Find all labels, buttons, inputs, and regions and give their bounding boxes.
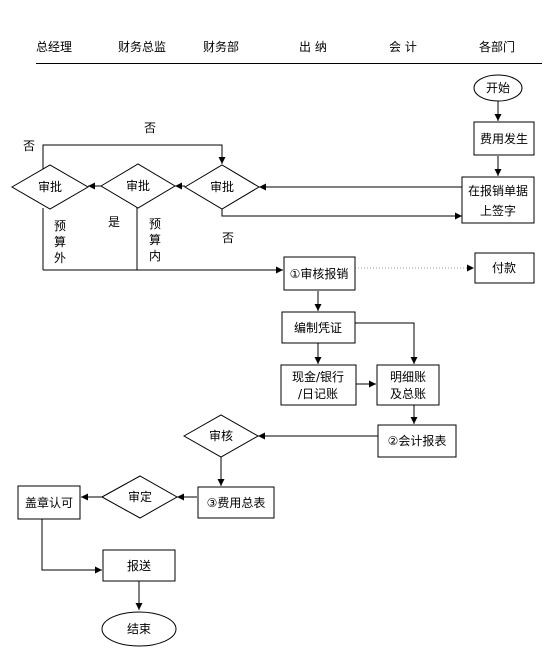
node-submit [102, 549, 176, 582]
review-claim-label: ①审核报销 [290, 266, 349, 281]
cash-journal-label-1: 现金/银行 [292, 369, 344, 384]
edge-label-within-budget-1: 预 [149, 217, 161, 231]
accounting-report-label: ②会计报表 [388, 433, 447, 448]
node-accounting-report [377, 424, 457, 458]
end-label: 结束 [127, 622, 151, 636]
edge-label-yes: 是 [108, 215, 120, 229]
edge-no-loop-top [42, 144, 226, 172]
edge-label-within-budget-3: 内 [149, 249, 161, 263]
decision-audit [182, 414, 260, 458]
edge-label-no-left: 否 [23, 139, 35, 153]
edge-label-over-budget-3: 外 [54, 251, 66, 265]
node-review-claim [283, 256, 356, 291]
node-expense-occurs [473, 121, 535, 156]
edge-approve-no-return [221, 209, 462, 220]
edge-label-within-budget-2: 算 [149, 232, 161, 247]
header-divider [36, 63, 542, 64]
submit-label: 报送 [127, 558, 151, 573]
dept-cashier: 出 纳 [299, 40, 327, 54]
node-cash-journal [280, 364, 357, 406]
dept-finance: 财务部 [203, 40, 240, 54]
node-payment [474, 252, 535, 284]
fill-form-label-2: 上签字 [480, 203, 516, 218]
prepare-voucher-label: 编制凭证 [294, 320, 342, 335]
node-fill-form [461, 176, 535, 224]
edge-seal-to-submit [41, 519, 102, 574]
edge-label-over-budget-1: 预 [54, 219, 66, 233]
edge-label-over-budget-2: 算 [54, 234, 66, 249]
expense-summary-label: ③费用总表 [207, 496, 266, 510]
payment-label: 付款 [492, 261, 516, 275]
approve-finance-label: 审批 [210, 179, 234, 194]
dept-cfo: 财务总监 [118, 40, 167, 54]
decision-verify [100, 475, 179, 519]
edge-label-no-bottom: 否 [222, 231, 234, 245]
approve-gm-label: 审批 [38, 179, 62, 194]
start-terminal [473, 74, 523, 102]
edge-label-no-top: 否 [144, 121, 156, 135]
decision-approve-cfo [100, 163, 176, 209]
decision-approve-gm [11, 164, 89, 210]
verify-label: 审定 [128, 489, 152, 504]
seal-approve-label: 盖章认可 [25, 495, 73, 510]
dept-general-manager: 总经理 [36, 40, 73, 54]
expense-occurs-label: 费用发生 [480, 131, 528, 146]
end-terminal [101, 611, 177, 647]
node-ledger [376, 364, 440, 406]
fill-form-label-1: 在报销单据 [468, 183, 528, 198]
approve-cfo-label: 审批 [126, 178, 150, 193]
node-prepare-voucher [281, 311, 356, 344]
department-header: 总经理 财务总监 财务部 出 纳 会 计 各部门 [0, 0, 552, 70]
ledger-label-2: 及总账 [390, 387, 426, 401]
node-expense-summary [197, 486, 275, 519]
cash-journal-label-2: /日记账 [298, 387, 338, 401]
node-seal-approve [17, 485, 81, 520]
ledger-label-1: 明细账 [390, 370, 426, 384]
dept-accounting: 会 计 [389, 40, 417, 54]
audit-label: 审核 [209, 428, 233, 443]
dept-departments: 各部门 [479, 40, 516, 54]
start-label: 开始 [486, 81, 510, 95]
edge-voucher-to-ledger [355, 322, 418, 364]
decision-approve-finance [184, 164, 260, 210]
